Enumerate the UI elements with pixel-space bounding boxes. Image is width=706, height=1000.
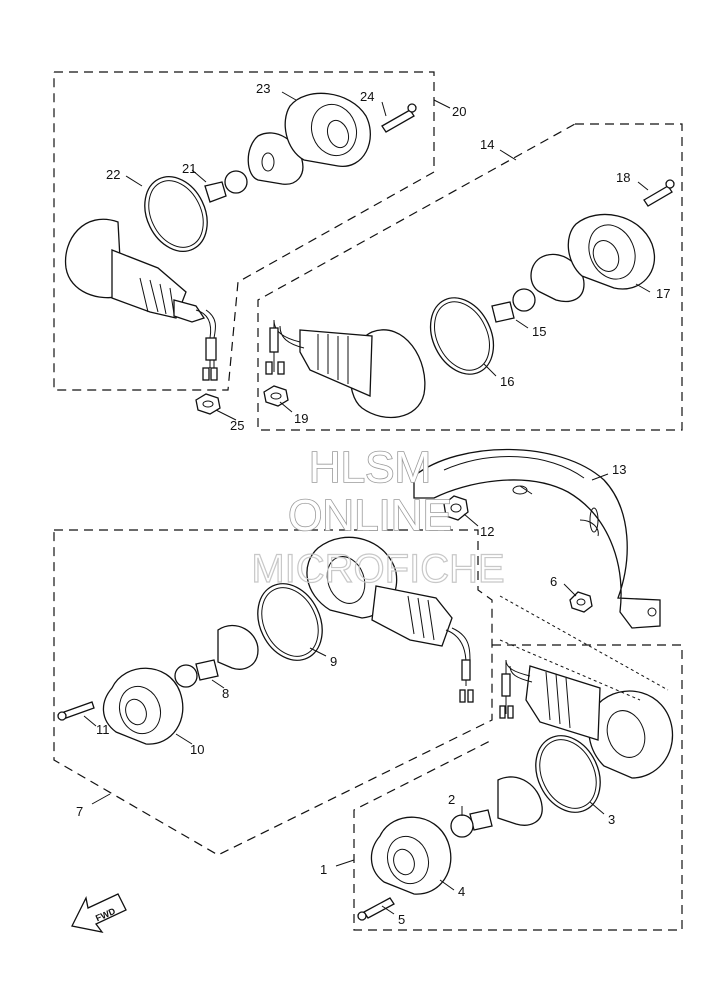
lens-1-housing [588,690,674,779]
upper-right-flasher-assembly [263,179,675,419]
cover-4 [370,816,452,895]
bulb-21 [204,181,227,203]
part-label-8: 8 [222,686,229,701]
part-label-3: 3 [608,812,615,827]
leader-lines [83,91,651,915]
group-frame-1 [353,644,683,931]
part-label-7: 7 [76,804,83,819]
part-label-13: 13 [612,462,626,477]
lower-right-flasher-assembly [357,659,674,921]
nut-6 [569,591,593,613]
part-label-10: 10 [190,742,204,757]
part-labels: 23 24 20 14 22 21 18 17 15 16 19 25 13 1… [76,81,670,927]
cover-17 [567,213,656,290]
part-label-16: 16 [500,374,514,389]
nut-19 [263,385,289,407]
gasket-3 [535,735,601,813]
screw-24 [381,109,415,133]
group-frame-14 [257,123,683,431]
gasket-22 [144,176,208,252]
part-label-22: 22 [106,167,120,182]
group-frame-7 [53,529,493,856]
bulb-8 [195,659,219,681]
screw-11 [63,701,95,719]
part-label-14: 14 [480,137,494,152]
part-label-15: 15 [532,324,546,339]
watermark-line-2: ONLINE [288,491,452,540]
part-label-12: 12 [480,524,494,539]
assembly-guide-lines [499,595,669,701]
fwd-arrow-icon [71,893,127,933]
watermark: HLSM ONLINE MICROFICHE [251,442,506,591]
fwd-direction-marker: FWD [71,893,127,933]
lens-22-dome [64,218,123,299]
part-label-5: 5 [398,912,405,927]
part-label-21: 21 [182,161,196,176]
bulb-15 [491,301,515,323]
screw-18 [643,185,673,207]
cover-10 [102,667,184,745]
part-label-23: 23 [256,81,270,96]
part-label-11: 11 [96,722,110,737]
part-label-19: 19 [294,411,308,426]
reflector [247,132,304,185]
group-frame-20 [53,71,435,391]
part-label-6: 6 [550,574,557,589]
part-label-20: 20 [452,104,466,119]
nut-25 [195,393,221,415]
part-label-9: 9 [330,654,337,669]
gasket-16 [429,297,495,375]
part-label-1: 1 [320,862,327,877]
part-label-25: 25 [230,418,244,433]
watermark-line-3: MICROFICHE [251,547,504,591]
part-label-24: 24 [360,89,374,104]
part-label-17: 17 [656,286,670,301]
upper-left-flasher-assembly [64,92,417,415]
middle-left-flasher-assembly [57,536,474,745]
nut-12 [443,495,469,521]
watermark-line-1: HLSM [309,443,431,492]
bracket-13 [413,448,661,629]
part-label-2: 2 [448,792,455,807]
screw-5 [363,897,395,919]
gasket-9 [257,583,323,661]
part-label-18: 18 [616,170,630,185]
part-label-4: 4 [458,884,465,899]
